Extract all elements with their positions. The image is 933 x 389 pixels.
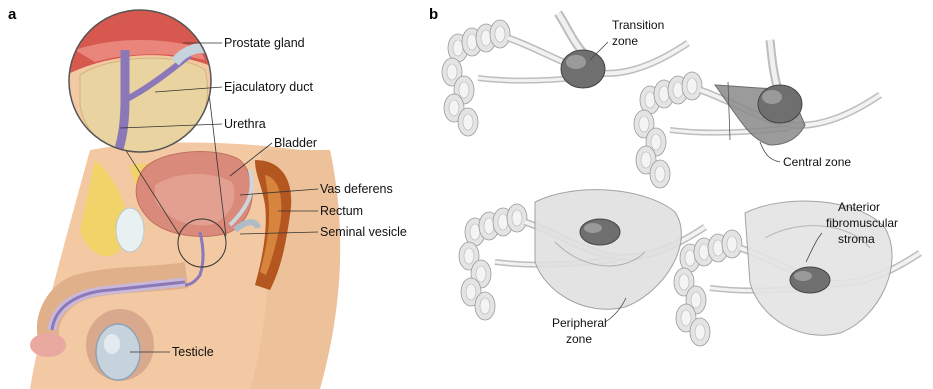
label-afs-line3: stroma — [838, 232, 875, 247]
peripheral-zone-shape — [535, 190, 681, 310]
label-central-zone: Central zone — [783, 155, 851, 170]
label-afs-line2: fibromuscular — [826, 216, 898, 231]
label-afs-line1: Anterior — [838, 200, 880, 215]
label-peripheral-zone-line2: zone — [566, 332, 592, 347]
label-transition-zone-line2: zone — [612, 34, 638, 49]
label-peripheral-zone-line1: Peripheral — [552, 316, 607, 331]
label-transition-zone-line1: Transition — [612, 18, 664, 33]
diagram-peripheral-zone — [459, 190, 705, 320]
transition-zone-shape — [561, 50, 605, 88]
